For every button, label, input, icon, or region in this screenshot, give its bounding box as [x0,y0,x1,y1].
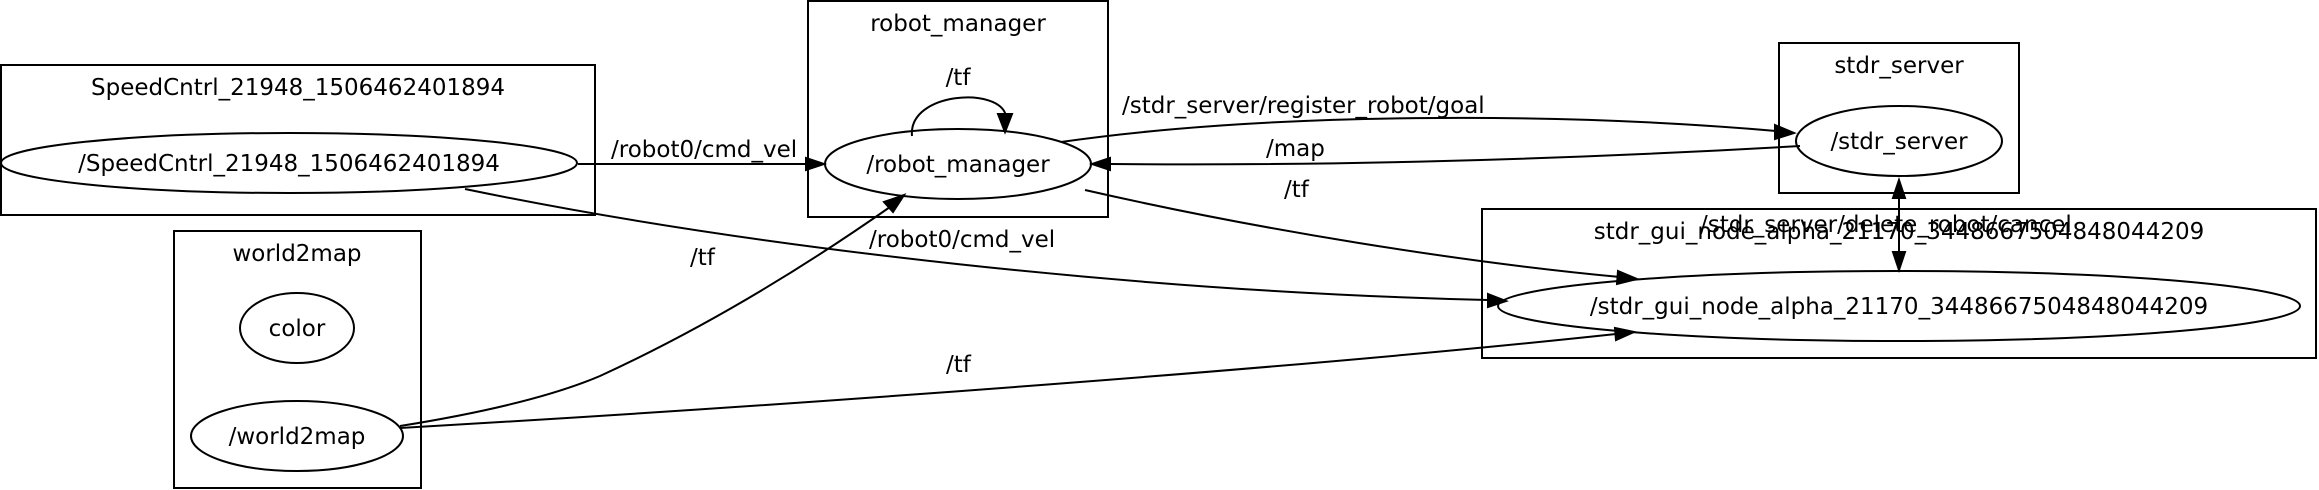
node-stdr-server[interactable]: /stdr_server [1795,105,2003,177]
edge-label-cmd-vel-2: /robot0/cmd_vel [869,227,1055,253]
cluster-stdr-server-title: stdr_server [1834,53,1964,79]
edge-robot-manager-stdr-server-goal [1060,116,1797,143]
cluster-robot-manager: robot_manager [807,0,1109,218]
cluster-world2map: world2map [173,230,422,489]
node-stdr-gui[interactable]: /stdr_gui_node_alpha_21170_3448667504848… [1497,270,2301,342]
edge-label-map: /map [1266,136,1325,162]
edge-robot-manager-stdr-gui-tf [1084,189,1641,286]
cluster-stdr-server: stdr_server [1778,42,2020,194]
edge-stdr-server-stdr-gui-delete [1891,176,1907,274]
edge-stdr-server-robot-manager-map [1088,145,1801,172]
node-robot-manager-label: /robot_manager [866,152,1050,178]
edge-world2map-robot-manager-tf [399,193,907,427]
cluster-world2map-title: world2map [232,241,361,267]
node-stdr-server-label: /stdr_server [1830,129,1968,155]
node-world2map[interactable]: /world2map [190,400,404,472]
node-robot-manager[interactable]: /robot_manager [824,128,1092,200]
node-stdr-gui-label: /stdr_gui_node_alpha_21170_3448667504848… [1590,294,2208,320]
edge-world2map-stdr-gui-tf [399,326,1638,429]
edge-label-tf-rm-gui: /tf [1284,177,1310,203]
node-speedcntrl[interactable]: /SpeedCntrl_21948_1506462401894 [0,132,578,194]
edge-speedcntrl-stdr-gui-cmd-vel [464,188,1509,309]
edge-robot-manager-self-tf [910,96,1014,137]
cluster-speedcntrl-title: SpeedCntrl_21948_1506462401894 [91,75,505,101]
edge-label-tf-w2m-rm: /tf [690,245,716,271]
edge-label-tf-w2m-gui: /tf [946,352,972,378]
edge-label-register-goal: /stdr_server/register_robot/goal [1122,93,1485,119]
node-color[interactable]: color [239,292,355,364]
edge-label-delete-cancel: /stdr_server/delete_robot/cancel [1700,212,2072,238]
edge-label-tf-self: /tf [946,65,972,91]
node-color-label: color [269,316,326,342]
edge-label-cmd-vel-1: /robot0/cmd_vel [611,137,797,163]
cluster-speedcntrl: SpeedCntrl_21948_1506462401894 [0,64,596,216]
cluster-robot-manager-title: robot_manager [870,11,1046,37]
edge-speedcntrl-robot-manager [578,156,828,172]
node-speedcntrl-label: /SpeedCntrl_21948_1506462401894 [78,151,500,177]
node-world2map-label: /world2map [229,424,366,450]
